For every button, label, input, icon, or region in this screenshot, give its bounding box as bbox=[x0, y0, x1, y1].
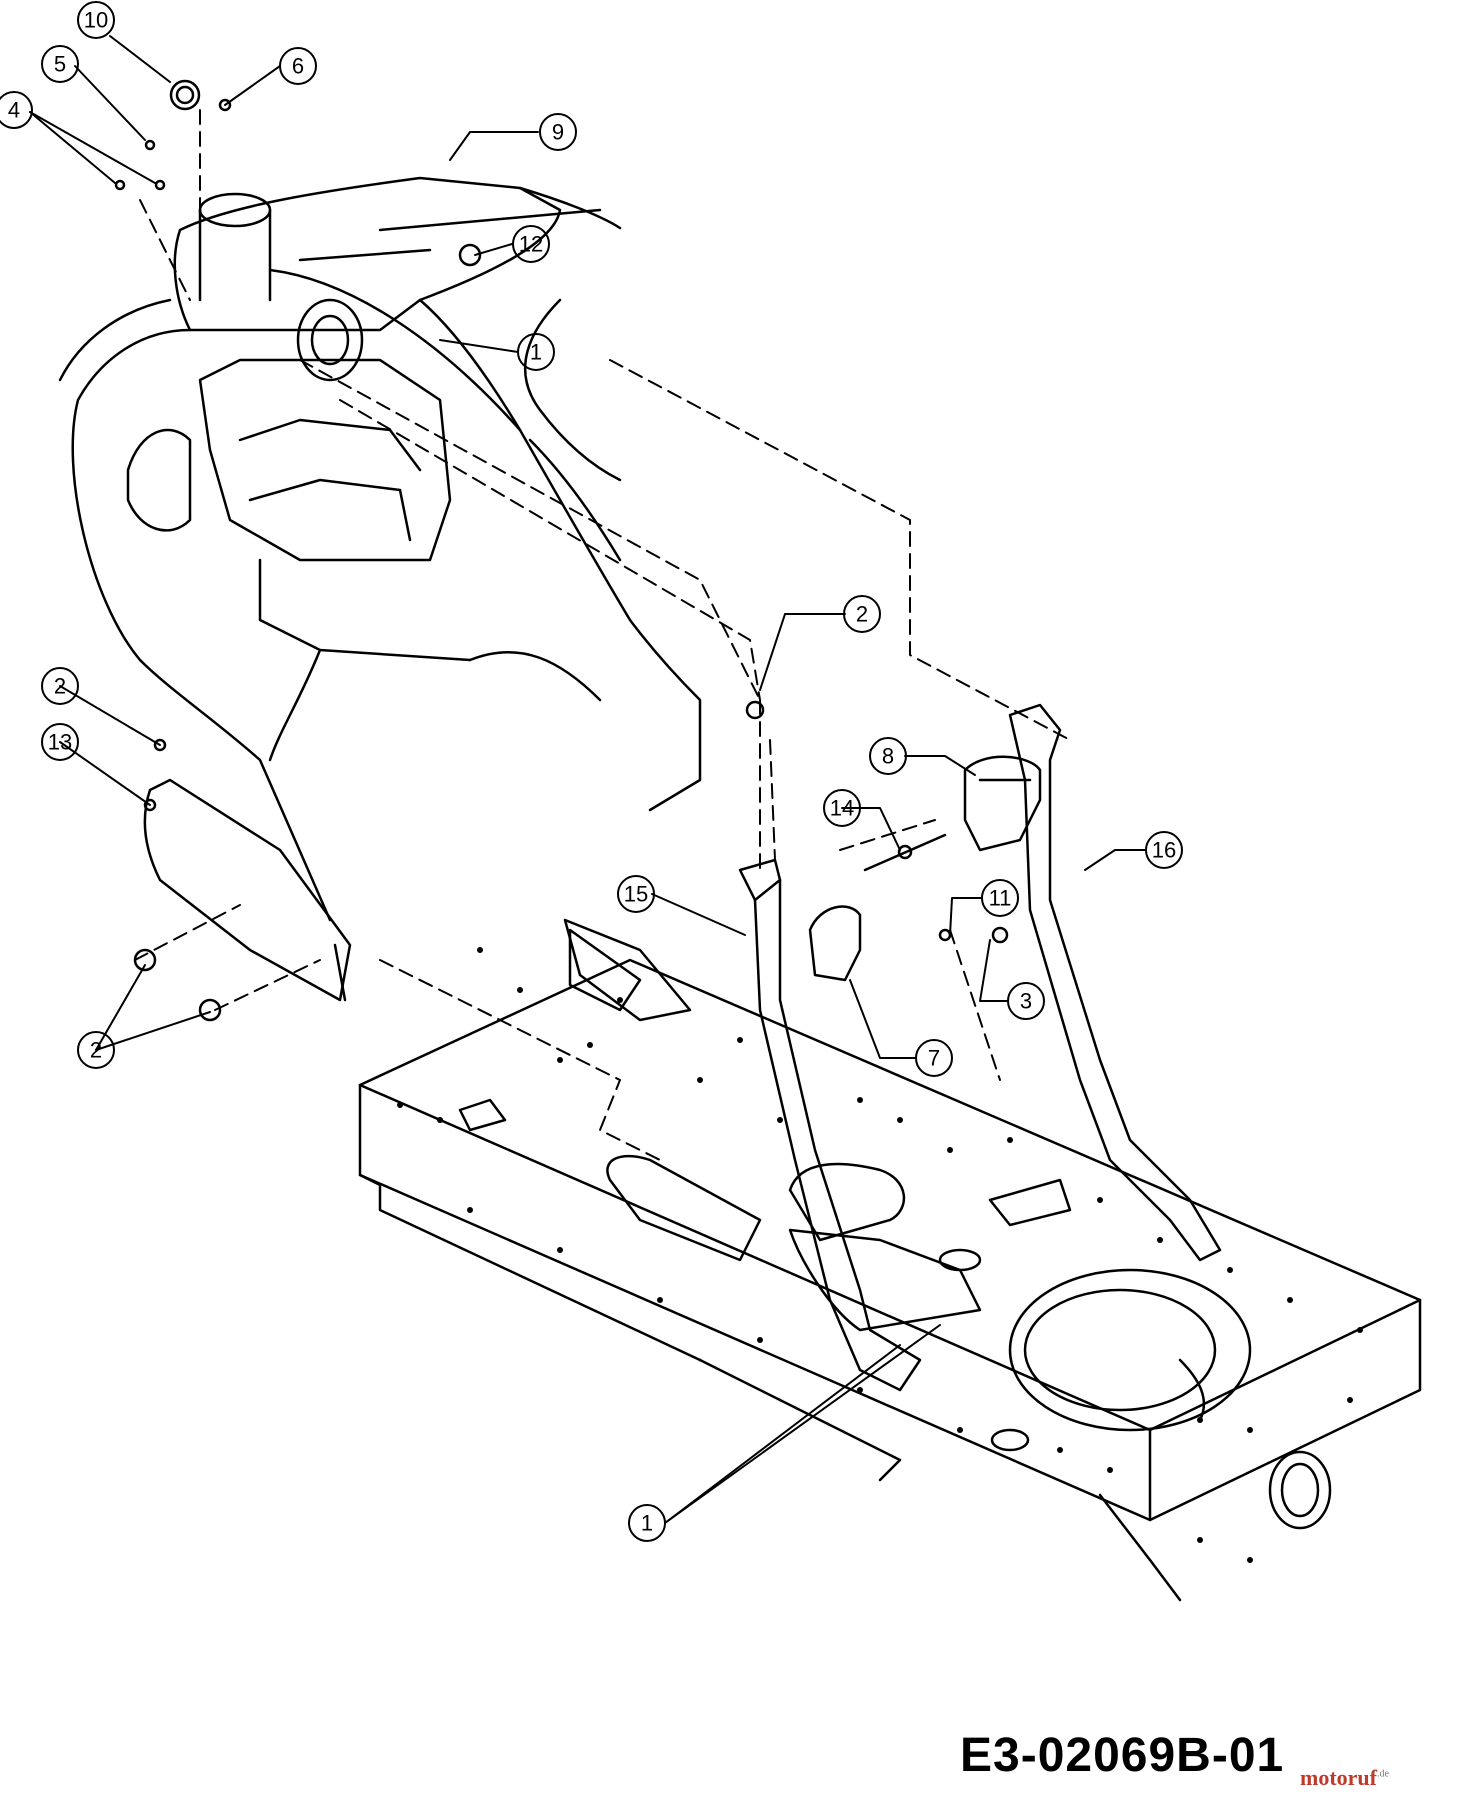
watermark-name: motoruf bbox=[1300, 1765, 1377, 1790]
callout-labels: 10 5 6 4 9 12 1 2 2 13 8 14 16 15 11 3 7… bbox=[8, 8, 1176, 1536]
callout-circle-2a bbox=[843, 595, 881, 633]
callout-label: 10 bbox=[84, 8, 108, 33]
callout-circle-9 bbox=[539, 113, 577, 151]
callout-label: 2 bbox=[54, 674, 66, 699]
callout-label: 13 bbox=[48, 730, 72, 755]
callout-label: 2 bbox=[856, 602, 868, 627]
callout-circle-12 bbox=[512, 225, 550, 263]
callout-label: 2 bbox=[90, 1038, 102, 1063]
lower-panel-part bbox=[143, 778, 352, 1002]
drawing-number: E3-02069B-01 bbox=[960, 1729, 1285, 1782]
chassis-frame-part bbox=[358, 918, 1422, 1602]
callout-label: 7 bbox=[928, 1046, 940, 1071]
callout-label: 16 bbox=[1152, 838, 1176, 863]
watermark-logo: motoruf.de bbox=[1300, 1765, 1389, 1791]
callout-circle-2b bbox=[41, 667, 79, 705]
callout-circle-2c bbox=[77, 1031, 115, 1069]
assembly-guide-lines bbox=[134, 109, 1071, 1161]
left-upright-bracket-part bbox=[738, 858, 922, 1392]
callout-circle-11 bbox=[981, 879, 1019, 917]
hardware-fasteners bbox=[114, 79, 1009, 1022]
callout-label: 1 bbox=[530, 340, 542, 365]
callout-label: 11 bbox=[989, 886, 1012, 911]
watermark-suffix: .de bbox=[1376, 1768, 1389, 1780]
callout-circle-3 bbox=[1007, 982, 1045, 1020]
callout-label: 6 bbox=[292, 54, 304, 79]
callout-leader-lines bbox=[29, 35, 1146, 1524]
callout-circle-10 bbox=[77, 1, 115, 39]
callout-circle-8 bbox=[869, 737, 907, 775]
callout-circle-16 bbox=[1145, 831, 1183, 869]
callout-label: 1 bbox=[641, 1511, 653, 1536]
callout-label: 9 bbox=[552, 120, 564, 145]
callout-circle-6 bbox=[279, 47, 317, 85]
frame-holes bbox=[397, 947, 1363, 1563]
callout-label: 12 bbox=[519, 232, 543, 257]
pin-part bbox=[863, 833, 947, 872]
callout-circle-13 bbox=[41, 723, 79, 761]
callout-label: 8 bbox=[882, 744, 894, 769]
callout-label: 3 bbox=[1020, 989, 1032, 1014]
switch-housing-part bbox=[963, 755, 1042, 852]
callout-label: 14 bbox=[830, 796, 854, 821]
callout-label: 4 bbox=[8, 98, 20, 123]
switch-part bbox=[808, 905, 862, 982]
right-upright-bracket-part bbox=[1008, 703, 1222, 1262]
callout-circle-14 bbox=[823, 789, 861, 827]
callout-circles bbox=[0, 1, 1183, 1542]
callout-circle-5 bbox=[41, 45, 79, 83]
dashboard-console-part bbox=[58, 176, 702, 922]
callout-circle-15 bbox=[617, 875, 655, 913]
callout-label: 5 bbox=[54, 52, 66, 77]
callout-label: 15 bbox=[624, 882, 648, 907]
callout-circle-1a bbox=[517, 333, 555, 371]
callout-circle-4 bbox=[0, 91, 33, 129]
callout-circle-1b bbox=[628, 1504, 666, 1542]
callout-circle-7 bbox=[915, 1039, 953, 1077]
